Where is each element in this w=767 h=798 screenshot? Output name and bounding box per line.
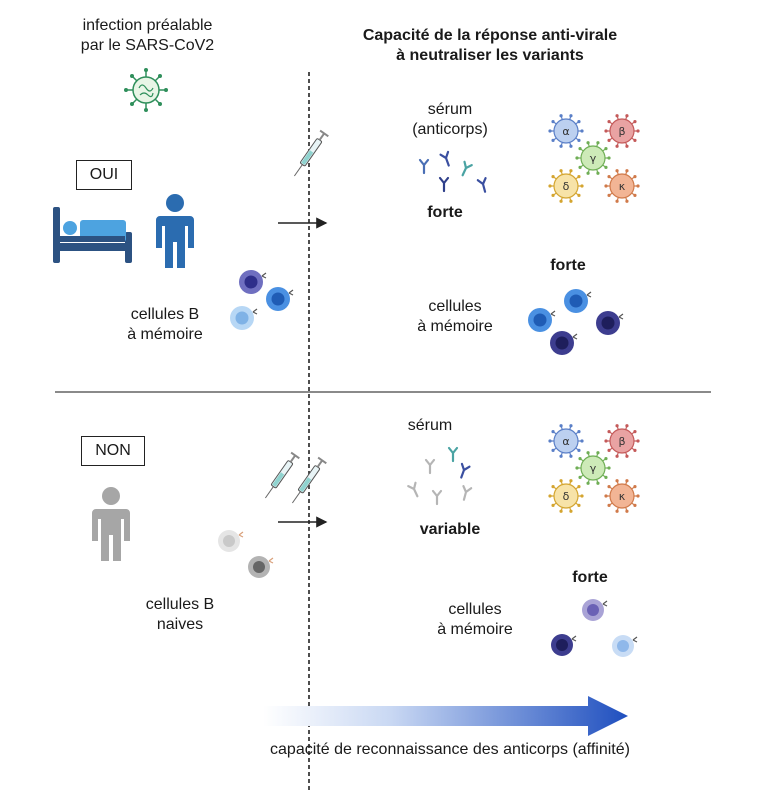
memory-strength-top: forte [550, 257, 586, 274]
naive-b-cells-label: cellules B naives [130, 595, 230, 635]
virus-kappa-bottom-label: κ [619, 490, 626, 503]
virus-kappa-top-icon: κ [604, 169, 640, 203]
virus-gamma-bottom-icon: γ [575, 451, 611, 485]
serum-label-line1: sérum [427, 101, 473, 118]
memory-b-cells-label: cellules B à mémoire [100, 305, 230, 345]
affinity-label: capacité de reconnaissance des anticorps… [270, 741, 630, 758]
serum-strength-top: forte [427, 204, 463, 221]
affinity-gradient-arrow [263, 696, 628, 736]
memory-cells-label-top-line1: cellules [428, 298, 482, 315]
virus-beta-bottom-label: β [618, 435, 625, 448]
answer-box-oui: OUI [76, 160, 132, 190]
serum-strength-bottom: variable [419, 521, 481, 538]
virus-alpha-bottom-icon: α [548, 424, 584, 458]
infection-label: infection préalable par le SARS-CoV2 [50, 16, 245, 56]
memory-b-cells-label-line1: cellules B [130, 306, 200, 323]
virus-alpha-bottom-label: α [562, 435, 569, 448]
page-title: Capacité de la réponse anti-virale à neu… [320, 26, 660, 66]
infection-label-line1: infection préalable [82, 17, 213, 34]
virus-beta-top-icon: β [604, 114, 640, 148]
virus-alpha-top-label: α [562, 125, 569, 138]
memory-cells-label-top: cellules à mémoire [395, 297, 515, 337]
memory-cells-right-bottom [551, 599, 638, 657]
memory-cells-label-bottom-line2: à mémoire [437, 621, 513, 638]
infection-label-line2: par le SARS-CoV2 [80, 37, 215, 54]
memory-b-cells-label-line2: à mémoire [127, 326, 203, 343]
naive-b-cells-left-bottom [218, 530, 274, 578]
memory-b-cells-left-top [230, 270, 294, 330]
virus-delta-bottom-label: δ [563, 490, 570, 503]
memory-cells-label-bottom: cellules à mémoire [415, 600, 535, 640]
serum-label-bottom: sérum [407, 417, 453, 434]
sars-cov2-virus-icon [124, 68, 168, 112]
virus-gamma-bottom-label: γ [590, 462, 597, 475]
virus-alpha-top-icon: α [548, 114, 584, 148]
memory-cells-label-bottom-line1: cellules [448, 601, 502, 618]
serum-antibodies-label: sérum (anticorps) [380, 100, 520, 140]
serum-label-line2: (anticorps) [412, 121, 488, 138]
hospital-bed-icon [53, 207, 132, 263]
naive-b-cells-label-line2: naives [156, 616, 204, 633]
person-top-icon [156, 194, 194, 268]
memory-cells-right-top [528, 289, 624, 355]
virus-beta-top-label: β [618, 125, 625, 138]
virus-gamma-top-label: γ [590, 152, 597, 165]
title-line1: Capacité de la réponse anti-virale [362, 27, 618, 44]
person-bottom-icon [92, 487, 130, 561]
virus-gamma-top-icon: γ [575, 141, 611, 175]
virus-delta-top-label: δ [563, 180, 570, 193]
naive-b-cells-label-line1: cellules B [145, 596, 215, 613]
memory-cells-label-top-line2: à mémoire [417, 318, 493, 335]
virus-delta-top-icon: δ [548, 169, 584, 203]
virus-delta-bottom-icon: δ [548, 479, 584, 513]
answer-box-non: NON [81, 436, 145, 466]
virus-beta-bottom-icon: β [604, 424, 640, 458]
title-line2: à neutraliser les variants [396, 47, 584, 64]
virus-kappa-bottom-icon: κ [604, 479, 640, 513]
virus-kappa-top-label: κ [619, 180, 626, 193]
memory-strength-bottom: forte [572, 569, 608, 586]
